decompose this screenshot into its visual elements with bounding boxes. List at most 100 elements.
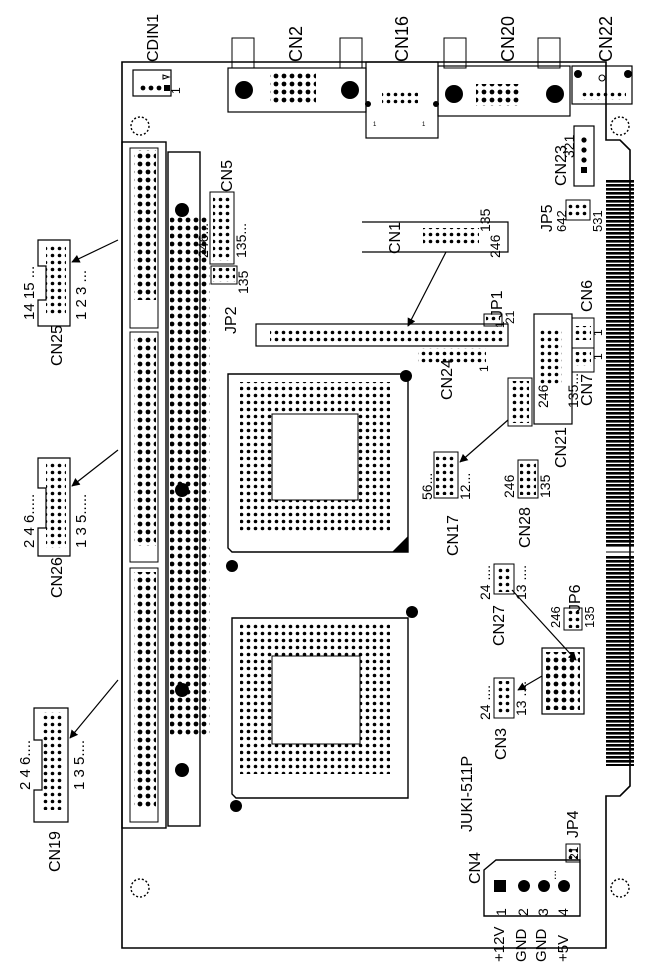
- label-cn6-pin1: 1: [591, 329, 605, 336]
- label-cn27-odd: 13 ....: [513, 565, 529, 600]
- edge-connector-lower: [606, 556, 634, 766]
- label-cn4: CN4: [467, 852, 484, 884]
- label-cn17-even: 56...: [419, 473, 435, 500]
- board-outline: [121, 61, 631, 949]
- cn3-header: [493, 677, 515, 719]
- cn22-connector: [571, 65, 633, 105]
- label-cn20: CN20: [498, 16, 518, 62]
- ide-connector-column: [121, 141, 167, 829]
- expansion-slot: [167, 151, 210, 827]
- label-cn25-bottom: 1 2 3 ...: [73, 270, 90, 320]
- cn17-header: [433, 377, 533, 499]
- label-jp5-odd: 531: [590, 210, 605, 232]
- label-cn7: CN7: [579, 374, 596, 406]
- label-cn5-even: 246...: [195, 223, 211, 258]
- label-cn17: CN17: [445, 515, 462, 556]
- cn1-header: [362, 221, 509, 253]
- label-jp4: JP4: [565, 810, 582, 838]
- label-cn2: CN2: [286, 26, 306, 62]
- label-cn26-even: 2 4 6.....: [21, 494, 38, 548]
- label-cn21-odd: 135...: [565, 373, 581, 408]
- cn21-header: [533, 313, 573, 425]
- label-jp4-pins: 21: [567, 846, 581, 860]
- cn23-connector: [573, 125, 595, 187]
- label-cn17-odd: 12...: [457, 473, 473, 500]
- label-cn3-odd: 13 ....: [513, 681, 529, 716]
- label-cn22: CN22: [596, 16, 616, 62]
- label-cn25-top: 14 15 ...: [21, 266, 38, 320]
- label-cn7-pin1: 1: [591, 353, 605, 360]
- jp2-jumper: [210, 265, 238, 285]
- label-cn4-4: 4: [555, 908, 571, 916]
- jp6-jumper: [563, 607, 583, 631]
- label-jp5-even: 642: [554, 210, 569, 232]
- label-cn1-pin1: 1: [493, 321, 507, 328]
- cn5-header: [209, 191, 235, 265]
- label-board: JUKI-511P: [459, 756, 476, 832]
- label-cn4-dots: ...: [545, 870, 559, 880]
- label-cn4-1: 1: [493, 908, 509, 916]
- cn26-detail: [37, 457, 71, 557]
- label-cn21-even: 246: [535, 384, 551, 408]
- leader-arrows: [69, 239, 577, 739]
- label-jp6: JP6: [567, 584, 584, 612]
- label-cn1: CN1: [387, 222, 404, 254]
- label-cn27-even: 24 ....: [477, 565, 493, 600]
- cdin1-connector: [132, 69, 172, 97]
- label-power-12v: +12V: [491, 927, 508, 962]
- cn27-header: [493, 563, 515, 595]
- label-cn28: CN28: [517, 507, 534, 548]
- cn25-detail: [37, 239, 71, 327]
- cn20-connector: [437, 37, 571, 117]
- label-cn23: CN23: [553, 145, 570, 186]
- label-cn16: CN16: [392, 16, 412, 62]
- label-cn25: CN25: [49, 325, 66, 366]
- label-cn19: CN19: [47, 831, 64, 872]
- cn6-cn7-headers: [571, 317, 595, 373]
- jp5-jumper: [565, 199, 591, 221]
- label-cn28-even: 246: [501, 474, 517, 498]
- label-cn3: CN3: [493, 728, 510, 760]
- label-cn1-even: 246: [487, 234, 503, 258]
- label-jp2: JP2: [223, 306, 240, 334]
- label-jp2-pins: 135: [235, 270, 251, 294]
- front-panel-header: [541, 647, 585, 715]
- label-power-gnd1: GND: [513, 929, 530, 963]
- label-cn3-even: 24 ....: [477, 685, 493, 720]
- label-cn4-2: 2: [515, 908, 531, 916]
- label-jp6-odd: 135: [582, 606, 597, 628]
- svg-text:1: 1: [422, 122, 426, 128]
- label-jp6-even: 246: [548, 606, 563, 628]
- jp1-jumper: [483, 313, 503, 327]
- label-cdin1: CDIN1: [145, 14, 162, 62]
- label-cn24-pin1: 1: [477, 365, 491, 372]
- cpu-socket-upper: [226, 370, 412, 572]
- label-cn27: CN27: [491, 605, 508, 646]
- label-power-gnd2: GND: [533, 929, 550, 963]
- label-cn4-3: 3: [535, 908, 551, 916]
- label-cn6: CN6: [579, 280, 596, 312]
- cn4-power-connector: [483, 859, 581, 917]
- label-cdin1-pin: 1: [169, 87, 183, 94]
- cpu-socket-lower: [230, 606, 418, 812]
- label-cn19-odd: 1 3 5....: [71, 740, 88, 790]
- edge-connector-upper: [606, 180, 634, 548]
- label-jp1: JP1: [489, 290, 506, 318]
- label-cn21: CN21: [553, 427, 570, 468]
- label-cn24: CN24: [439, 359, 456, 400]
- svg-text:1: 1: [373, 122, 377, 128]
- label-cn23-pins: 321: [561, 134, 577, 158]
- label-power-5v: +5V: [555, 935, 572, 962]
- label-cn28-odd: 135: [537, 474, 553, 498]
- cn24-header: [255, 323, 509, 364]
- label-cn19-even: 2 4 6....: [17, 740, 34, 790]
- cn28-header: [517, 459, 539, 499]
- label-cn1-odd: 135: [477, 208, 493, 232]
- label-jp5: JP5: [539, 204, 556, 232]
- label-cn26-odd: 1 3 5.....: [73, 494, 90, 548]
- label-jp1-pins: 21: [503, 310, 517, 324]
- jp4-jumper: [565, 843, 581, 863]
- cn19-detail: [33, 707, 69, 823]
